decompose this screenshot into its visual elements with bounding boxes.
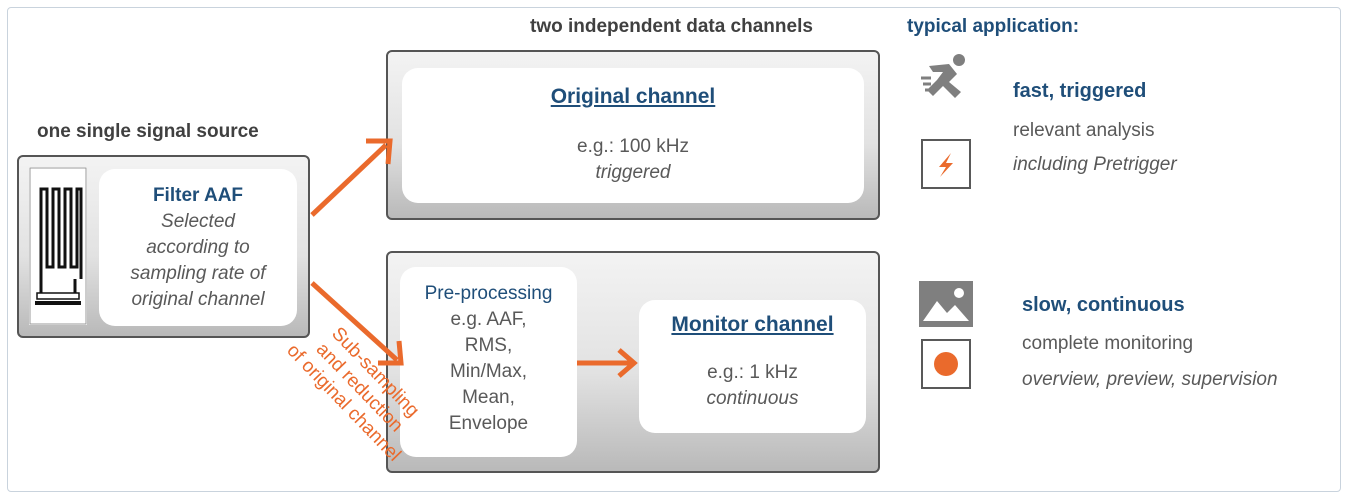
preprocessing-item: Mean, [462, 387, 515, 408]
preprocessing-item: Envelope [448, 413, 529, 434]
preprocessing-item: e.g. AAF, [450, 309, 527, 330]
slow-line-2: overview, preview, supervision [1022, 369, 1278, 390]
filter-line-1: Selected [161, 211, 235, 232]
filter-line-3: sampling rate of [130, 263, 266, 284]
original-channel-title: Original channel [550, 85, 716, 108]
preprocessing-item: RMS, [464, 335, 513, 356]
channels-heading: two independent data channels [530, 16, 813, 37]
monitor-channel-rate: e.g.: 1 kHz [707, 362, 798, 383]
strain-gauge-icon [29, 167, 87, 325]
source-heading: one single signal source [37, 121, 259, 142]
monitor-channel-mode: continuous [706, 388, 799, 409]
filter-line-2: according to [146, 237, 250, 258]
original-channel-box: Original channel e.g.: 100 kHz triggered [402, 68, 864, 203]
application-heading: typical application: [907, 16, 1080, 37]
signal-source-box: Filter AAF Selected according to samplin… [17, 155, 310, 338]
trigger-flash-icon [921, 139, 971, 189]
fast-line-2: including Pretrigger [1013, 154, 1177, 175]
runner-icon [919, 52, 973, 104]
original-channel-rate: e.g.: 100 kHz [577, 136, 689, 157]
monitor-channel-box: Monitor channel e.g.: 1 kHz continuous [639, 300, 866, 433]
preprocessing-title: Pre-processing [424, 283, 553, 304]
slow-title: slow, continuous [1022, 294, 1185, 316]
image-icon [919, 281, 973, 327]
fast-line-1: relevant analysis [1013, 120, 1155, 141]
slow-line-1: complete monitoring [1022, 333, 1194, 354]
arrow-to-original [310, 138, 393, 217]
filter-line-4: original channel [131, 289, 265, 310]
original-channel-mode: triggered [595, 162, 671, 183]
arrow-to-monitor [577, 348, 638, 378]
fast-title: fast, triggered [1013, 80, 1147, 102]
filter-title: Filter AAF [152, 185, 244, 206]
monitor-channel-panel: Pre-processing e.g. AAF, RMS, Min/Max, M… [386, 251, 880, 473]
arrow-to-preprocessing [310, 281, 404, 366]
monitor-channel-title: Monitor channel [671, 313, 834, 336]
record-dot-icon [921, 339, 971, 389]
original-channel-panel: Original channel e.g.: 100 kHz triggered [386, 50, 880, 220]
preprocessing-box: Pre-processing e.g. AAF, RMS, Min/Max, M… [400, 267, 577, 457]
filter-aaf-box: Filter AAF Selected according to samplin… [99, 169, 297, 326]
preprocessing-item: Min/Max, [449, 361, 528, 382]
